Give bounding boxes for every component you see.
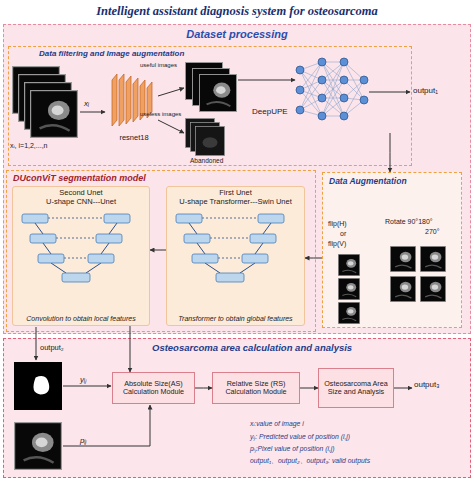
network-links [300, 62, 364, 116]
cnn-layer [112, 74, 117, 126]
useful-image [199, 74, 236, 111]
flow-arrow [300, 388, 318, 389]
process-box: Relative Size (RS) Calculation Module [212, 372, 300, 404]
neuron [340, 94, 348, 102]
unet-caption: Transformer to obtain global features [169, 315, 302, 323]
flipped-image [338, 254, 359, 275]
network-block: DeepUPE [250, 55, 400, 133]
neuron [360, 76, 368, 84]
flow-line [80, 112, 105, 113]
section-band: Dataset processingData filtering and Ima… [3, 24, 471, 334]
flow-arrow [195, 388, 212, 389]
network-block: resnet18 [106, 70, 162, 142]
flipped-image [338, 302, 359, 323]
flipped-image [338, 278, 359, 299]
predicted-mask [14, 362, 62, 410]
rotated-image [390, 246, 415, 271]
useful-image [192, 68, 229, 105]
section-band: Osteosarcoma area calculation and analys… [3, 338, 471, 478]
process-box: Absolute Size(AS) Calculation Module [112, 372, 195, 404]
flow-line [63, 405, 150, 446]
flow-arrow [305, 258, 322, 259]
section-heading: Dataset processing [4, 28, 470, 40]
useful-image [185, 62, 222, 99]
input-image [19, 75, 66, 122]
neuron [318, 94, 326, 102]
group-box: Data Augmentation [322, 172, 462, 328]
neuron [296, 106, 304, 114]
neuron [296, 86, 304, 94]
neuron [340, 76, 348, 84]
process-text: Relative Size (RS) Calculation Module [215, 380, 297, 397]
cnn-layer [147, 82, 152, 118]
process-text: Absolute Size(AS) Calculation Module [115, 380, 192, 397]
network-name: DeepUPE [252, 107, 288, 116]
diagram-title: Intelligent assistant diagnosis system f… [0, 4, 474, 19]
rotated-image [420, 276, 445, 301]
unet-name: Second Unet [13, 188, 149, 197]
cnn-layer [133, 78, 138, 122]
useless-image [185, 118, 214, 147]
unet-type: U-shape CNN---Unet [13, 197, 149, 206]
input-image [13, 67, 60, 114]
rotated-image [420, 246, 445, 271]
model-heading: DUconViT segmentation model [13, 173, 146, 183]
flow-line [394, 388, 412, 389]
group-heading: Data filtering and Image augmentation [39, 49, 184, 58]
input-image [25, 83, 72, 130]
flow-line [158, 120, 184, 133]
section-heading: Osteosarcoma area calculation and analys… [152, 342, 352, 353]
neuron [296, 66, 304, 74]
neuron [318, 58, 326, 66]
swin-unet-drawing [176, 214, 284, 282]
rotated-image [390, 276, 415, 301]
cnn-unet-drawing [22, 214, 130, 282]
unet-name: First Unet [167, 188, 304, 197]
unet-box: First UnetU-shape Transformer---Swin Une… [166, 186, 305, 326]
model-box: DUconViT segmentation modelSecond UnetU-… [6, 170, 316, 332]
neuron [318, 112, 326, 120]
useless-image [195, 126, 224, 155]
flow-arrow [130, 326, 131, 372]
flow-line [36, 327, 37, 360]
pixel-image [15, 423, 62, 470]
neuron [318, 76, 326, 84]
group-heading: Data Augmentation [329, 176, 407, 186]
input-image [31, 91, 78, 138]
flow-line [158, 88, 184, 96]
cnn-layer [119, 74, 124, 126]
flow-arrow [390, 133, 391, 172]
neuron [360, 96, 368, 104]
flow-arrow [150, 250, 166, 251]
flow-line [238, 80, 295, 81]
process-text: Osteosarcoma Area Size and Analysis [321, 380, 391, 397]
unet-type: U-shape Transformer---Swin Unet [167, 197, 304, 206]
cnn-layer [140, 80, 145, 120]
process-box: Osteosarcoma Area Size and Analysis [318, 368, 394, 408]
unet-caption: Convolution to obtain local features [15, 315, 147, 323]
flow-line [369, 92, 410, 93]
neuron [340, 58, 348, 66]
unet-box: Second UnetU-shape CNN---UnetConvolution… [12, 186, 150, 326]
group-box: Data filtering and Image augmentation res… [8, 46, 412, 166]
network-name: resnet18 [106, 133, 162, 142]
neuron [340, 112, 348, 120]
useless-image [190, 122, 219, 151]
cnn-layer [126, 76, 131, 124]
flow-line [63, 386, 111, 387]
